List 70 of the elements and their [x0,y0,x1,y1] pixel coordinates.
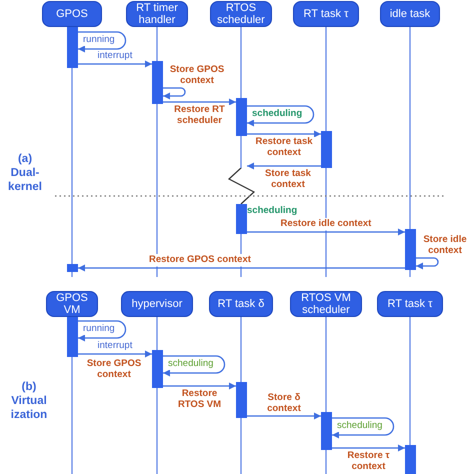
lifeline [156,317,158,350]
message-arrow [247,412,321,420]
participant-box: RTOS VM scheduler [290,291,362,317]
participant-box: RT timer handler [126,1,188,27]
message-label: Restore GPOS context [149,255,251,266]
lifeline [156,388,158,474]
message-label: Store GPOS context [167,65,227,86]
activation-bar [236,382,247,418]
participant-box: RTOS scheduler [210,1,272,27]
message-arrow [332,444,405,452]
lifeline [409,27,411,229]
participant-box: RT task τ [293,1,359,27]
section-label: (a) Dual-kernel [7,152,43,194]
self-message-arrow [332,417,394,438]
message-label: scheduling [252,109,302,120]
activation-bar [405,445,416,474]
self-message-arrow [247,105,314,126]
lifeline [71,68,73,264]
lifeline [325,317,327,412]
step-label: Store GPOS context [84,359,144,380]
message-label: running [83,35,115,46]
activation-bar [321,412,332,450]
participant-box: RT task δ [209,291,273,317]
self-message-arrow [78,320,126,342]
participant-box: GPOS VM [46,291,98,317]
lifeline [325,27,327,131]
message-label: running [83,324,115,334]
self-message-arrow [163,87,186,100]
activation-bar [67,317,78,357]
lifeline [240,233,242,278]
activation-bar [321,131,332,168]
message-arrow [247,162,321,170]
lifeline [156,27,158,61]
message-arrow [163,98,236,106]
lifeline [325,450,327,474]
message-label: interrupt [98,51,132,62]
self-message-arrow [416,257,439,270]
message-arrow [78,350,152,358]
participant-box: idle task [380,1,440,27]
activation-bar [236,204,247,234]
activation-bar [236,98,247,136]
activation-bar [152,350,163,388]
lifeline [71,357,73,474]
message-arrow [78,60,152,68]
lifeline [240,27,242,98]
message-label: scheduling [337,421,382,432]
lifeline [228,136,256,205]
message-label: Restore idle context [280,219,372,230]
step-label: scheduling [247,206,298,216]
lifeline [409,317,411,445]
message-arrow [247,130,321,138]
section-label: (b) Virtual ization [10,380,48,422]
message-arrow [247,228,405,236]
message-label: scheduling [168,359,214,370]
self-message-arrow [78,31,126,52]
message-arrow [163,382,236,390]
lifeline [156,103,158,278]
participant-box: hypervisor [121,291,193,317]
lifeline [240,317,242,382]
self-message-arrow [163,355,226,376]
activation-bar [67,27,78,68]
message-label: interrupt [98,341,132,352]
participant-box: GPOS [42,1,102,27]
activation-bar [152,61,163,104]
activation-bar [67,264,78,272]
message-arrow [78,264,405,272]
activation-bar [405,229,416,270]
participant-box: RT task τ [377,291,443,317]
lifeline [325,167,327,278]
lifeline [240,418,242,474]
